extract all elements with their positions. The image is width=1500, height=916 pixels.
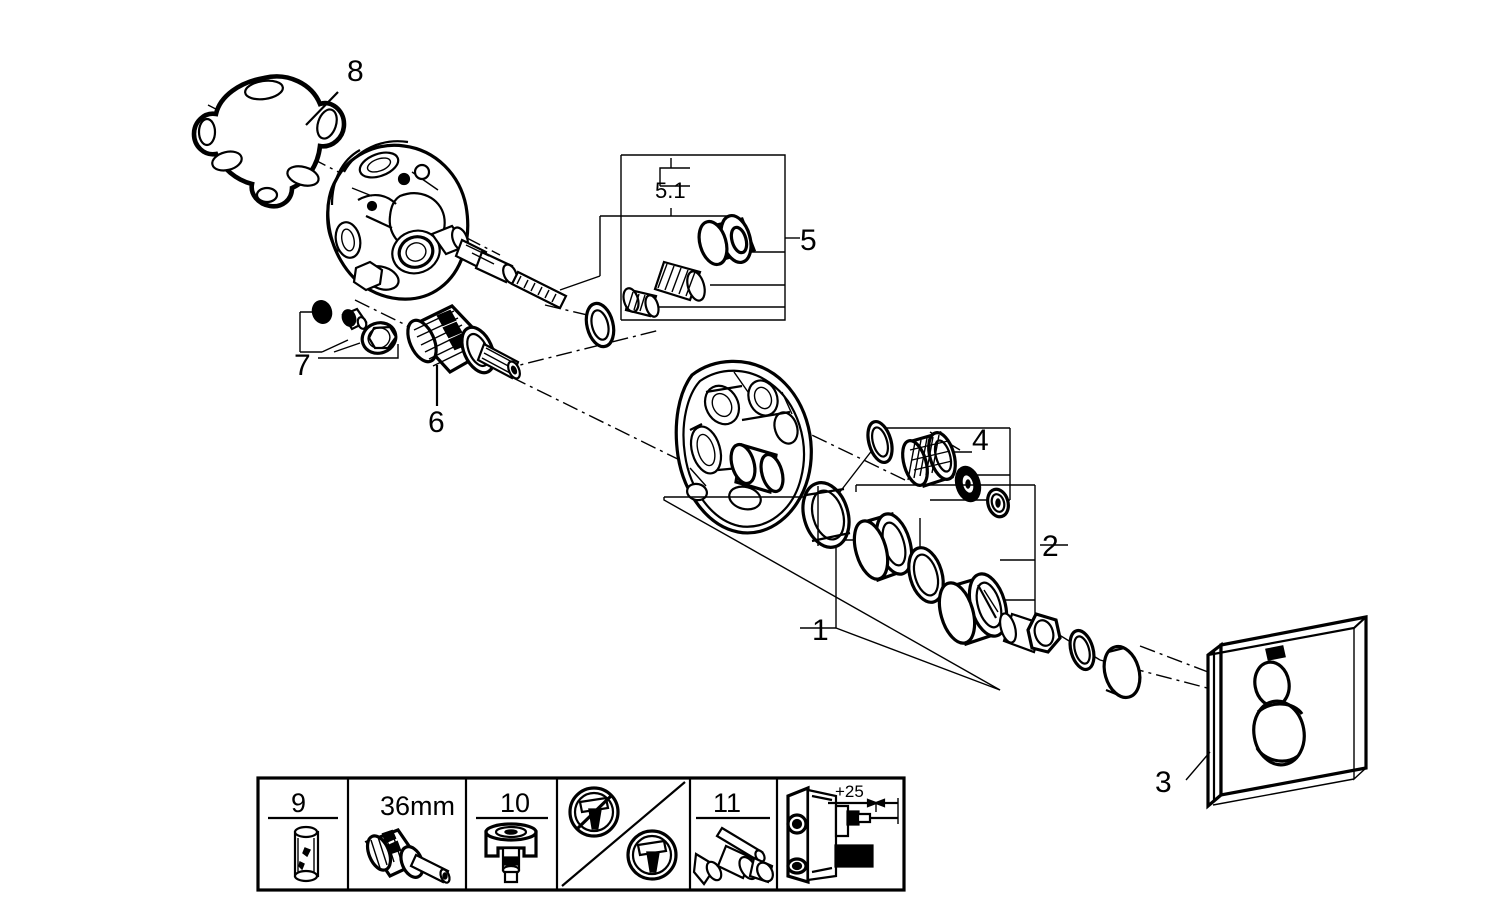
cell-36mm-label: 36mm [380,791,455,821]
part-5-sleeve [697,214,757,267]
callout-4-label: 4 [972,424,989,457]
callout-3-label: 3 [1155,766,1172,799]
part-1-ring-b [852,512,914,583]
not-allowed-icon [568,786,620,838]
cell-9-sleeve [293,825,320,883]
part-2-sleeve [937,572,1009,647]
slash [576,793,614,830]
callout-8-label: 8 [347,55,364,88]
part-4-seal [954,465,982,503]
part-1-ring-a [801,481,851,549]
part-3-faceplate [1206,615,1368,810]
part-1-oring [907,546,945,604]
cell-11-parts [692,826,774,886]
cell-icon-pair [561,781,686,887]
part-6-cartridge [406,304,521,380]
callout-5-label: 5 [800,224,817,257]
part-4-knurled-nut [901,431,957,489]
part-8-gasket [191,74,347,209]
leader-8 [305,91,339,126]
cell-10-label: 10 [500,788,530,818]
part-7-small-fitting [341,307,368,331]
cell-dimension: +25 [786,782,899,885]
leader-3 [1185,751,1211,781]
callout-2-label: 2 [1042,530,1059,563]
allowed-icon [626,829,678,881]
cell-36mm-tool [364,828,451,884]
cell-9-label: 9 [291,788,306,818]
bracket-7 [299,311,399,359]
part-long-screw [510,270,568,310]
part-7-hex-cap [360,321,398,355]
part-2-oring [1068,628,1096,672]
accessory-panel: 9 36mm 10 [256,776,906,892]
callout-6-label: 6 [428,406,445,439]
callout-7-label: 7 [294,349,311,382]
part-main-disc [674,359,813,535]
callout-5-1-label: 5.1 [655,178,686,203]
part-2-cap [1102,644,1142,700]
callout-1-label: 1 [812,614,829,647]
part-7-plug-set [299,300,399,359]
part-valve-housing [326,140,470,301]
part-4-screw [986,487,1010,519]
part-5-1-tube [653,260,706,302]
part-2-adapter [999,612,1062,654]
part-body-spindle [430,224,518,285]
part-5-1-bush [622,287,660,318]
cell-11-label: 11 [713,788,741,818]
cell-10-part [484,822,538,884]
part-washer-left [584,301,616,349]
dimension-label: +25 [835,782,864,801]
axis-faceplate [1139,645,1209,673]
part-4-washer [866,419,894,465]
diagonal-divider [561,781,686,887]
